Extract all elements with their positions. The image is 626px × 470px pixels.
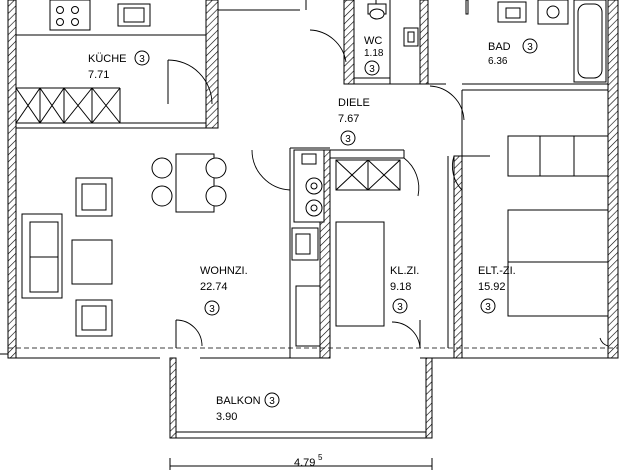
room-area: 22.74 (200, 281, 228, 293)
diele-cabinet (291, 149, 325, 261)
room-name: DIELE (338, 97, 370, 109)
dimension-label: 4.79 5 (294, 453, 323, 469)
dimension-line (169, 458, 433, 470)
room-area: 1.18 (364, 48, 384, 59)
eltzi-west-wall (453, 155, 463, 359)
wc-east-wall (419, 0, 429, 85)
unit-number: 3 (209, 304, 215, 315)
klzi-furniture (335, 159, 401, 327)
unit-circle (522, 38, 538, 54)
room-name: KÜCHE (88, 53, 127, 65)
east-wall (607, 0, 619, 359)
room-name: KL.ZI. (390, 265, 419, 277)
unit-circle (204, 300, 220, 316)
wc-fixtures (367, 0, 419, 47)
bath-fixtures (465, 0, 607, 83)
room-label-wc: WC 1.18 3 (364, 35, 384, 76)
unit-circle (134, 50, 150, 66)
room-area: 6.36 (488, 56, 508, 67)
room-name: BALKON (216, 395, 261, 407)
dining-table (151, 153, 227, 213)
unit-number: 3 (369, 64, 375, 75)
interior-walls (16, 0, 608, 358)
room-name: BAD (488, 41, 511, 53)
unit-number: 3 (485, 302, 491, 313)
unit-number: 3 (527, 42, 533, 53)
living-shelf (295, 285, 321, 347)
room-area: 7.71 (88, 69, 109, 81)
unit-number: 3 (397, 302, 403, 313)
dimension-value: 4.79 (294, 457, 315, 469)
room-area: 15.92 (478, 281, 506, 293)
unit-circle (480, 298, 496, 314)
wc-west-wall (343, 0, 355, 85)
room-label-diele: DIELE 7.67 3 (338, 97, 370, 146)
room-area: 9.18 (390, 281, 411, 293)
room-area: 3.90 (216, 411, 237, 423)
dimension-superscript: 5 (318, 453, 323, 462)
room-label-bad: BAD 6.36 3 (488, 38, 538, 67)
facade (0, 347, 618, 359)
unit-number: 3 (139, 54, 145, 65)
unit-circle (340, 130, 356, 146)
unit-number: 3 (269, 396, 275, 407)
room-name: WC (364, 35, 382, 47)
room-name: WOHNZI. (200, 265, 248, 277)
room-label-wohnzi: WOHNZI. 22.74 3 (200, 265, 248, 316)
unit-number: 3 (345, 134, 351, 145)
doors (167, 29, 609, 349)
unit-circle (364, 60, 380, 76)
room-label-eltzi: ELT.-ZI. 15.92 3 (478, 265, 516, 314)
room-label-klzi: KL.ZI. 9.18 3 (390, 265, 419, 314)
unit-circle (392, 298, 408, 314)
balcony (169, 357, 433, 439)
living-sofa (21, 177, 113, 337)
room-area: 7.67 (338, 113, 359, 125)
kitchen-east-wall (205, 0, 219, 129)
eltzi-furniture (507, 135, 609, 317)
west-wall (7, 0, 17, 359)
room-label-balkon: BALKON 3.90 3 (216, 392, 280, 423)
room-label-kueche: KÜCHE 7.71 3 (88, 50, 150, 81)
unit-circle (264, 392, 280, 408)
kitchen-counter (15, 0, 151, 124)
room-name: ELT.-ZI. (478, 265, 516, 277)
